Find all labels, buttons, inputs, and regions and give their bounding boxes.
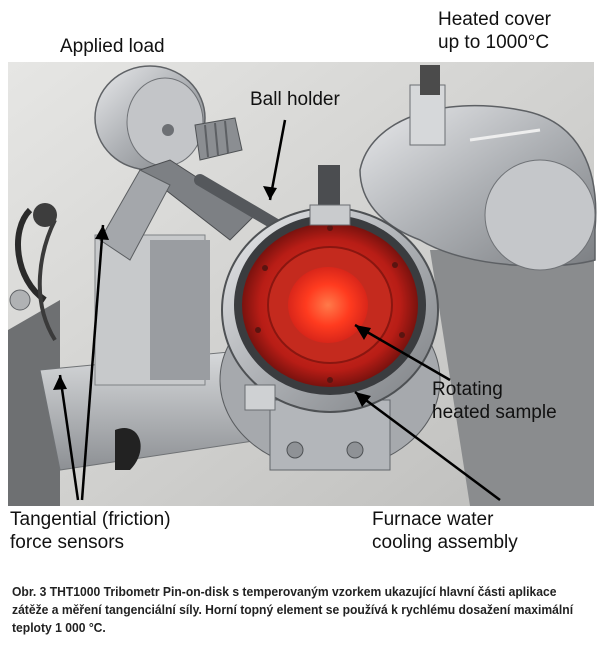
label-furnace-line2: cooling assembly — [372, 532, 518, 553]
knurled-knob — [194, 117, 243, 161]
label-tangential-sensors: Tangential (friction) force sensors — [10, 508, 171, 554]
label-furnace-cooling: Furnace water cooling assembly — [372, 508, 518, 554]
furnace — [219, 165, 441, 471]
heated-sample — [288, 267, 368, 343]
tribometer-photo — [8, 62, 597, 506]
arrow-heads — [53, 186, 371, 407]
label-heated-cover: Heated cover up to 1000°C — [438, 8, 551, 54]
label-rotating-line2: heated sample — [432, 402, 557, 423]
label-tangential-line1: Tangential (friction) — [10, 509, 171, 530]
applied-load-weight — [94, 65, 206, 171]
label-applied-load: Applied load — [60, 36, 165, 57]
heated-cover — [359, 65, 597, 271]
ball-holder-rod — [194, 174, 291, 236]
label-heated-cover-line1: Heated cover — [438, 9, 552, 30]
label-ball-holder: Ball holder — [250, 89, 340, 110]
label-rotating-sample: Rotating heated sample — [432, 378, 557, 424]
label-rotating-line1: Rotating — [432, 379, 503, 400]
label-tangential-line2: force sensors — [10, 532, 125, 553]
label-heated-cover-line2: up to 1000°C — [438, 32, 550, 53]
annotation-arrows — [58, 119, 501, 502]
figure-caption: Obr. 3 THT1000 Tribometr Pin-on-disk s t… — [12, 585, 574, 635]
label-furnace-line1: Furnace water — [372, 509, 494, 530]
